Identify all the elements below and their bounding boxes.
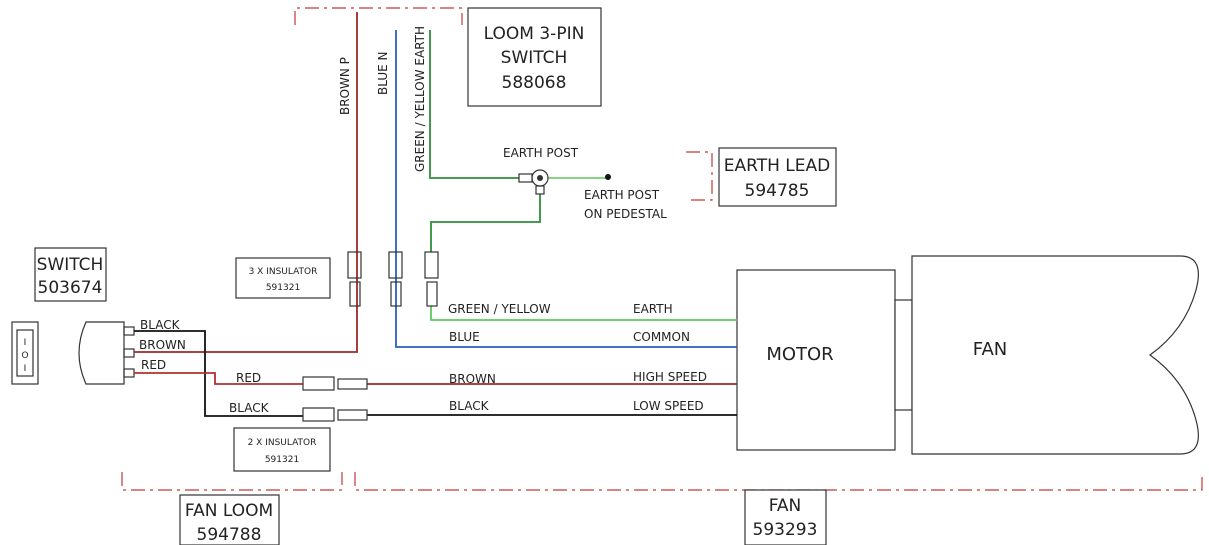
fan-loom-box: [179, 494, 280, 545]
earth-post-nut-left: [518, 173, 533, 183]
switch-terminal-1: [123, 326, 135, 336]
label-blue-n: BLUE N: [376, 52, 390, 95]
pedestal-earth-point: [605, 174, 611, 180]
wire-green-earth-lower: [430, 194, 541, 252]
label-earth-post-ped-1: EARTH POST: [584, 188, 660, 202]
wires: [134, 12, 737, 417]
switch-terminal-3: [123, 368, 135, 378]
fan-bracket: [354, 472, 1203, 491]
insulator-v-2a: [388, 251, 403, 279]
wire-blue-neutral: [395, 30, 737, 348]
label-sw-red: RED: [141, 358, 166, 372]
insulator-v-2b: [390, 281, 402, 307]
switch-terminal-2: [123, 348, 135, 358]
insulator-v-3a: [424, 251, 439, 279]
wire-red-switch: [134, 372, 303, 385]
insulator2-code: 591321: [265, 455, 299, 465]
insulator-h-1b: [337, 378, 368, 390]
fan-loom-title: FAN LOOM: [185, 501, 273, 521]
motor-box: [736, 269, 896, 451]
earth-post-nut-bottom: [535, 185, 545, 195]
label-black-2: BLACK: [449, 399, 490, 413]
switch-code: 503674: [38, 278, 103, 298]
insulator-h-2a: [302, 407, 335, 422]
switch-face-mark-2: I: [24, 364, 27, 374]
fan-label-title: FAN: [769, 496, 802, 516]
label-brown-p: BROWN P: [338, 57, 352, 115]
fan-loom-bracket: [121, 472, 343, 491]
label-green-yellow: GREEN / YELLOW: [448, 302, 551, 316]
switch-face-mark-0: O: [21, 351, 28, 361]
label-red: RED: [236, 371, 261, 385]
label-earth-post-ped-2: ON PEDESTAL: [584, 207, 667, 221]
insulator3-title: 3 X INSULATOR: [249, 267, 318, 277]
wire-green-earth-upper: [429, 30, 519, 179]
insulator-h-1a: [302, 376, 335, 391]
earth-lead-bracket: [686, 151, 713, 201]
earth-post-center: [537, 175, 543, 181]
label-common: COMMON: [633, 330, 690, 344]
label-green-yellow-earth: GREEN / YELLOW EARTH: [413, 26, 427, 172]
loom-title-line2: SWITCH: [501, 48, 568, 68]
insulator2-box: [233, 427, 331, 472]
label-brown: BROWN: [449, 372, 496, 386]
fan-body: [911, 255, 1199, 455]
loom-switch-box: [467, 7, 602, 107]
label-blue: BLUE: [449, 330, 480, 344]
insulator-h-2b: [337, 409, 368, 421]
loom-bracket: [294, 7, 463, 25]
switch-face-mark-1: I: [24, 338, 27, 348]
switch-box: [34, 247, 107, 302]
switch-face: [11, 321, 39, 385]
insulator-v-1b: [349, 281, 361, 307]
fan-body-label: FAN: [973, 339, 1007, 360]
wire-brown-live: [134, 12, 358, 353]
label-high-speed: HIGH SPEED: [633, 370, 707, 384]
insulator3-box: [235, 257, 331, 299]
loom-code: 588068: [502, 73, 567, 93]
label-black: BLACK: [229, 401, 270, 415]
fan-loom-code: 594788: [197, 525, 262, 545]
loom-title-line1: LOOM 3-PIN: [484, 24, 585, 44]
insulator3-code: 591321: [266, 283, 300, 293]
label-sw-brown: BROWN: [139, 338, 186, 352]
insulator-v-1a: [347, 251, 362, 279]
insulator-v-3b: [426, 281, 438, 307]
motor-coupling: [894, 299, 913, 411]
fan-label-box: [744, 489, 827, 545]
label-sw-black: BLACK: [140, 318, 181, 332]
earth-lead-title: EARTH LEAD: [724, 156, 830, 176]
switch-body: [78, 321, 125, 385]
motor-label: MOTOR: [766, 344, 833, 365]
insulator2-title: 2 X INSULATOR: [248, 438, 317, 448]
label-earth-post: EARTH POST: [503, 146, 579, 160]
earth-lead-box: [718, 147, 837, 207]
label-earth: EARTH: [633, 302, 673, 316]
label-low-speed: LOW SPEED: [633, 399, 704, 413]
earth-lead-code: 594785: [745, 181, 810, 201]
fan-label-code: 593293: [753, 520, 818, 540]
switch-title: SWITCH: [37, 255, 104, 275]
wire-green-earth-main: [430, 306, 737, 321]
switch-face-inner: [16, 329, 34, 377]
